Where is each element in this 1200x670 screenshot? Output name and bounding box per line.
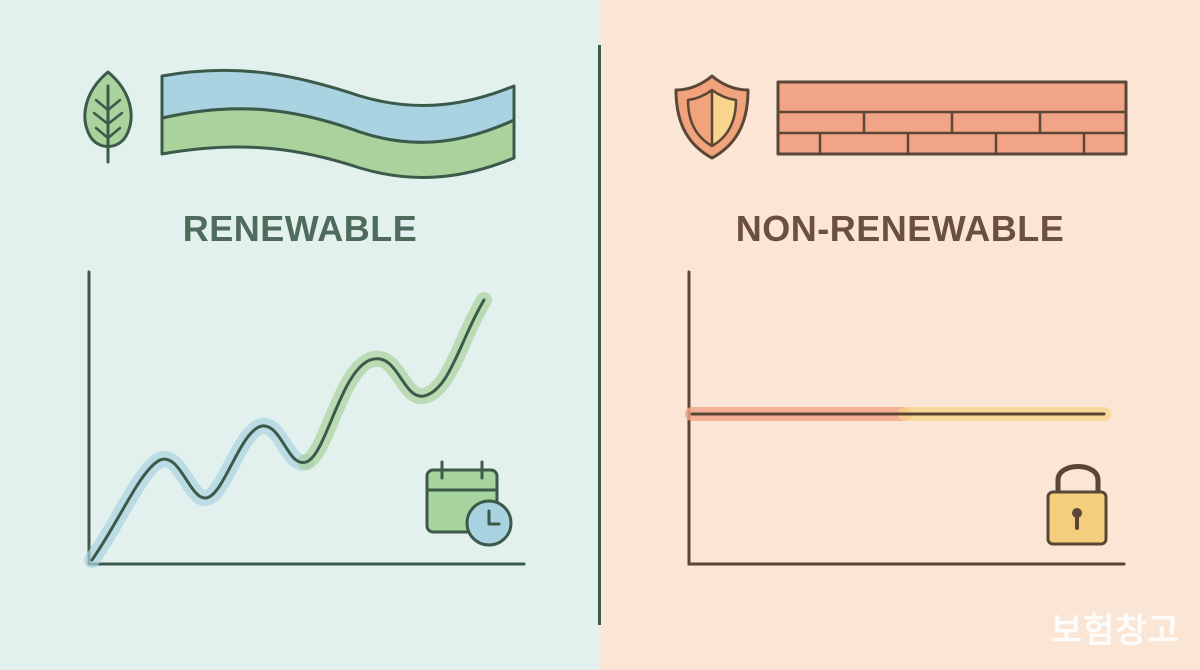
- renewable-label: RENEWABLE: [182, 208, 418, 249]
- watermark: 보험창고: [1050, 611, 1180, 651]
- nonrenewable-axes: [687, 270, 1126, 566]
- calendar-clock-icon: [425, 460, 513, 547]
- padlock-icon: [1046, 464, 1108, 546]
- nonrenewable-label: NON-RENEWABLE: [735, 208, 1065, 249]
- renewable-trend-line: [84, 292, 492, 568]
- brick-wall-icon: [776, 80, 1128, 156]
- center-divider: [598, 45, 601, 625]
- shield-icon: [674, 74, 750, 160]
- leaf-icon: [83, 70, 133, 164]
- wave-banner-icon: [160, 68, 516, 179]
